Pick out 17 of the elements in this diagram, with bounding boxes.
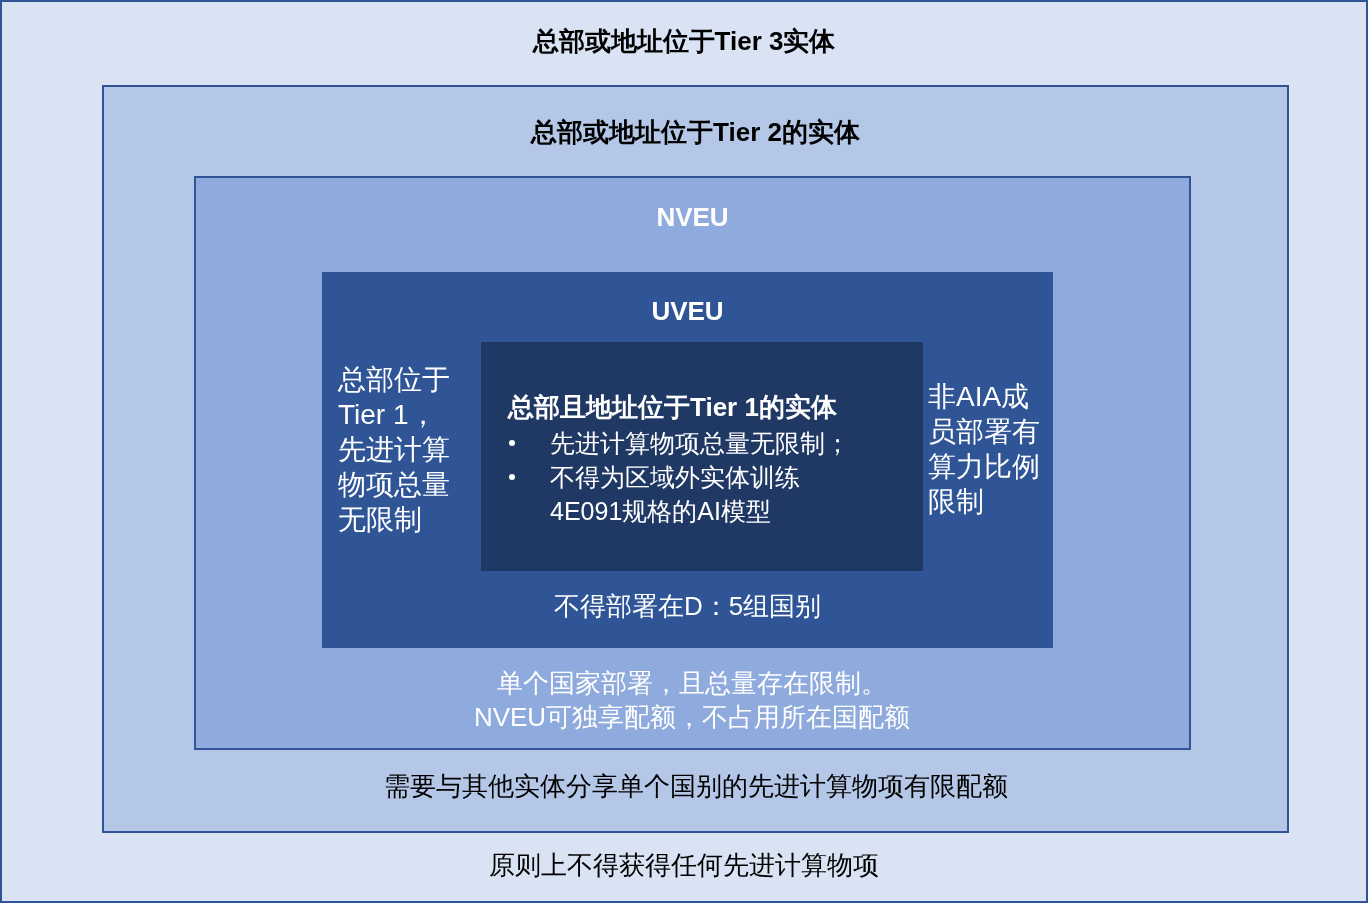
- nested-region-box: [322, 272, 1053, 648]
- heading: UVEU: [650, 295, 725, 328]
- description-text: 原则上不得获得任何先进计算物项: [488, 849, 880, 882]
- nested-region-box: [479, 340, 925, 573]
- side-note: 总部位于Tier 1，先进计算物项总量无限制: [338, 363, 451, 537]
- heading: 总部或地址位于Tier 3实体: [531, 25, 837, 58]
- description-text: 需要与其他实体分享单个国别的先进计算物项有限配额: [382, 770, 1009, 803]
- nested-region-box: [102, 85, 1289, 833]
- heading: 总部或地址位于Tier 2的实体: [529, 116, 861, 149]
- side-note: 非AIA成员部署有算力比例限制: [928, 380, 1041, 519]
- description-text: 单个国家部署，且总量存在限制。NVEU可独享配额，不占用所在国配额: [472, 667, 912, 734]
- heading: 总部且地址位于Tier 1的实体: [508, 391, 838, 424]
- nested-region-box: [194, 176, 1191, 750]
- bullet-item: 先进计算物项总量无限制；: [550, 428, 851, 459]
- heading: NVEU: [655, 201, 730, 234]
- bullet-item: 不得为区域外实体训练4E091规格的AI模型: [550, 462, 801, 527]
- description-text: 不得部署在D：5组国别: [552, 590, 823, 623]
